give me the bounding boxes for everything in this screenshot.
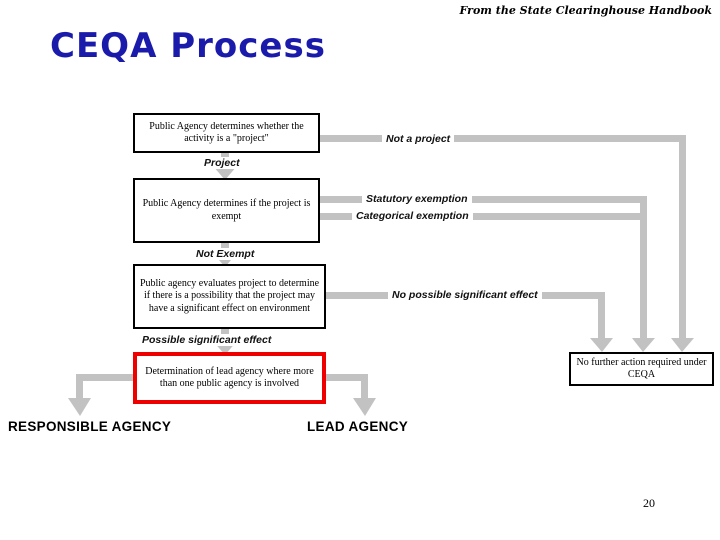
process-box-label: Determination of lead agency where more … — [145, 365, 314, 390]
arrowhead-project-down — [213, 166, 237, 180]
connector-lead-vertical — [361, 374, 368, 402]
process-box-label: Public Agency determines whether the act… — [149, 120, 304, 145]
arrowhead-notaproject-down — [671, 338, 694, 352]
connector-notaproject-vertical — [679, 135, 686, 341]
source-credit: From the State Clearinghouse Handbook — [459, 4, 712, 17]
connector-categorical-horizontal — [320, 213, 643, 220]
flow-label-no-possible-significant-effect: No possible significant effect — [388, 289, 542, 301]
terminal-label-lead-agency: LEAD AGENCY — [307, 419, 409, 434]
flow-label-not-exempt: Not Exempt — [192, 248, 259, 260]
process-box-significant-effect-evaluation: Public agency evaluates project to deter… — [133, 264, 326, 329]
arrowhead-exemption-down — [632, 338, 655, 352]
arrowhead-noeffect-down — [590, 338, 613, 352]
process-box-lead-agency-determination: Determination of lead agency where more … — [133, 352, 326, 404]
process-box-no-further-action: No further action required under CEQA — [569, 352, 714, 386]
connector-exemption-vertical — [640, 196, 647, 341]
flow-label-statutory-exemption: Statutory exemption — [362, 193, 472, 205]
page-title: CEQA Process — [50, 26, 326, 66]
flow-label-categorical-exemption: Categorical exemption — [352, 210, 473, 222]
flow-label-possible-significant-effect: Possible significant effect — [138, 334, 276, 346]
process-box-label: No further action required under CEQA — [576, 356, 707, 381]
connector-notaproject-horizontal — [320, 135, 683, 142]
connector-responsible-vertical — [76, 374, 83, 402]
connector-statutory-horizontal — [320, 196, 643, 203]
terminal-label-responsible-agency: RESPONSIBLE AGENCY — [8, 419, 172, 434]
process-box-label: Public agency evaluates project to deter… — [139, 277, 320, 314]
connector-responsible-horizontal — [76, 374, 136, 381]
process-box-label: Public Agency determines if the project … — [142, 198, 311, 222]
arrowhead-lead-down — [353, 398, 376, 416]
flow-label-not-a-project: Not a project — [382, 133, 455, 145]
process-box-exemption-determination: Public Agency determines if the project … — [133, 178, 320, 243]
process-box-project-determination: Public Agency determines whether the act… — [133, 113, 320, 153]
page-number: 20 — [643, 496, 655, 510]
flow-label-project: Project — [200, 157, 244, 169]
arrowhead-responsible-down — [68, 398, 91, 416]
connector-noeffect-vertical — [598, 292, 605, 341]
connector-lead-horizontal — [326, 374, 368, 381]
